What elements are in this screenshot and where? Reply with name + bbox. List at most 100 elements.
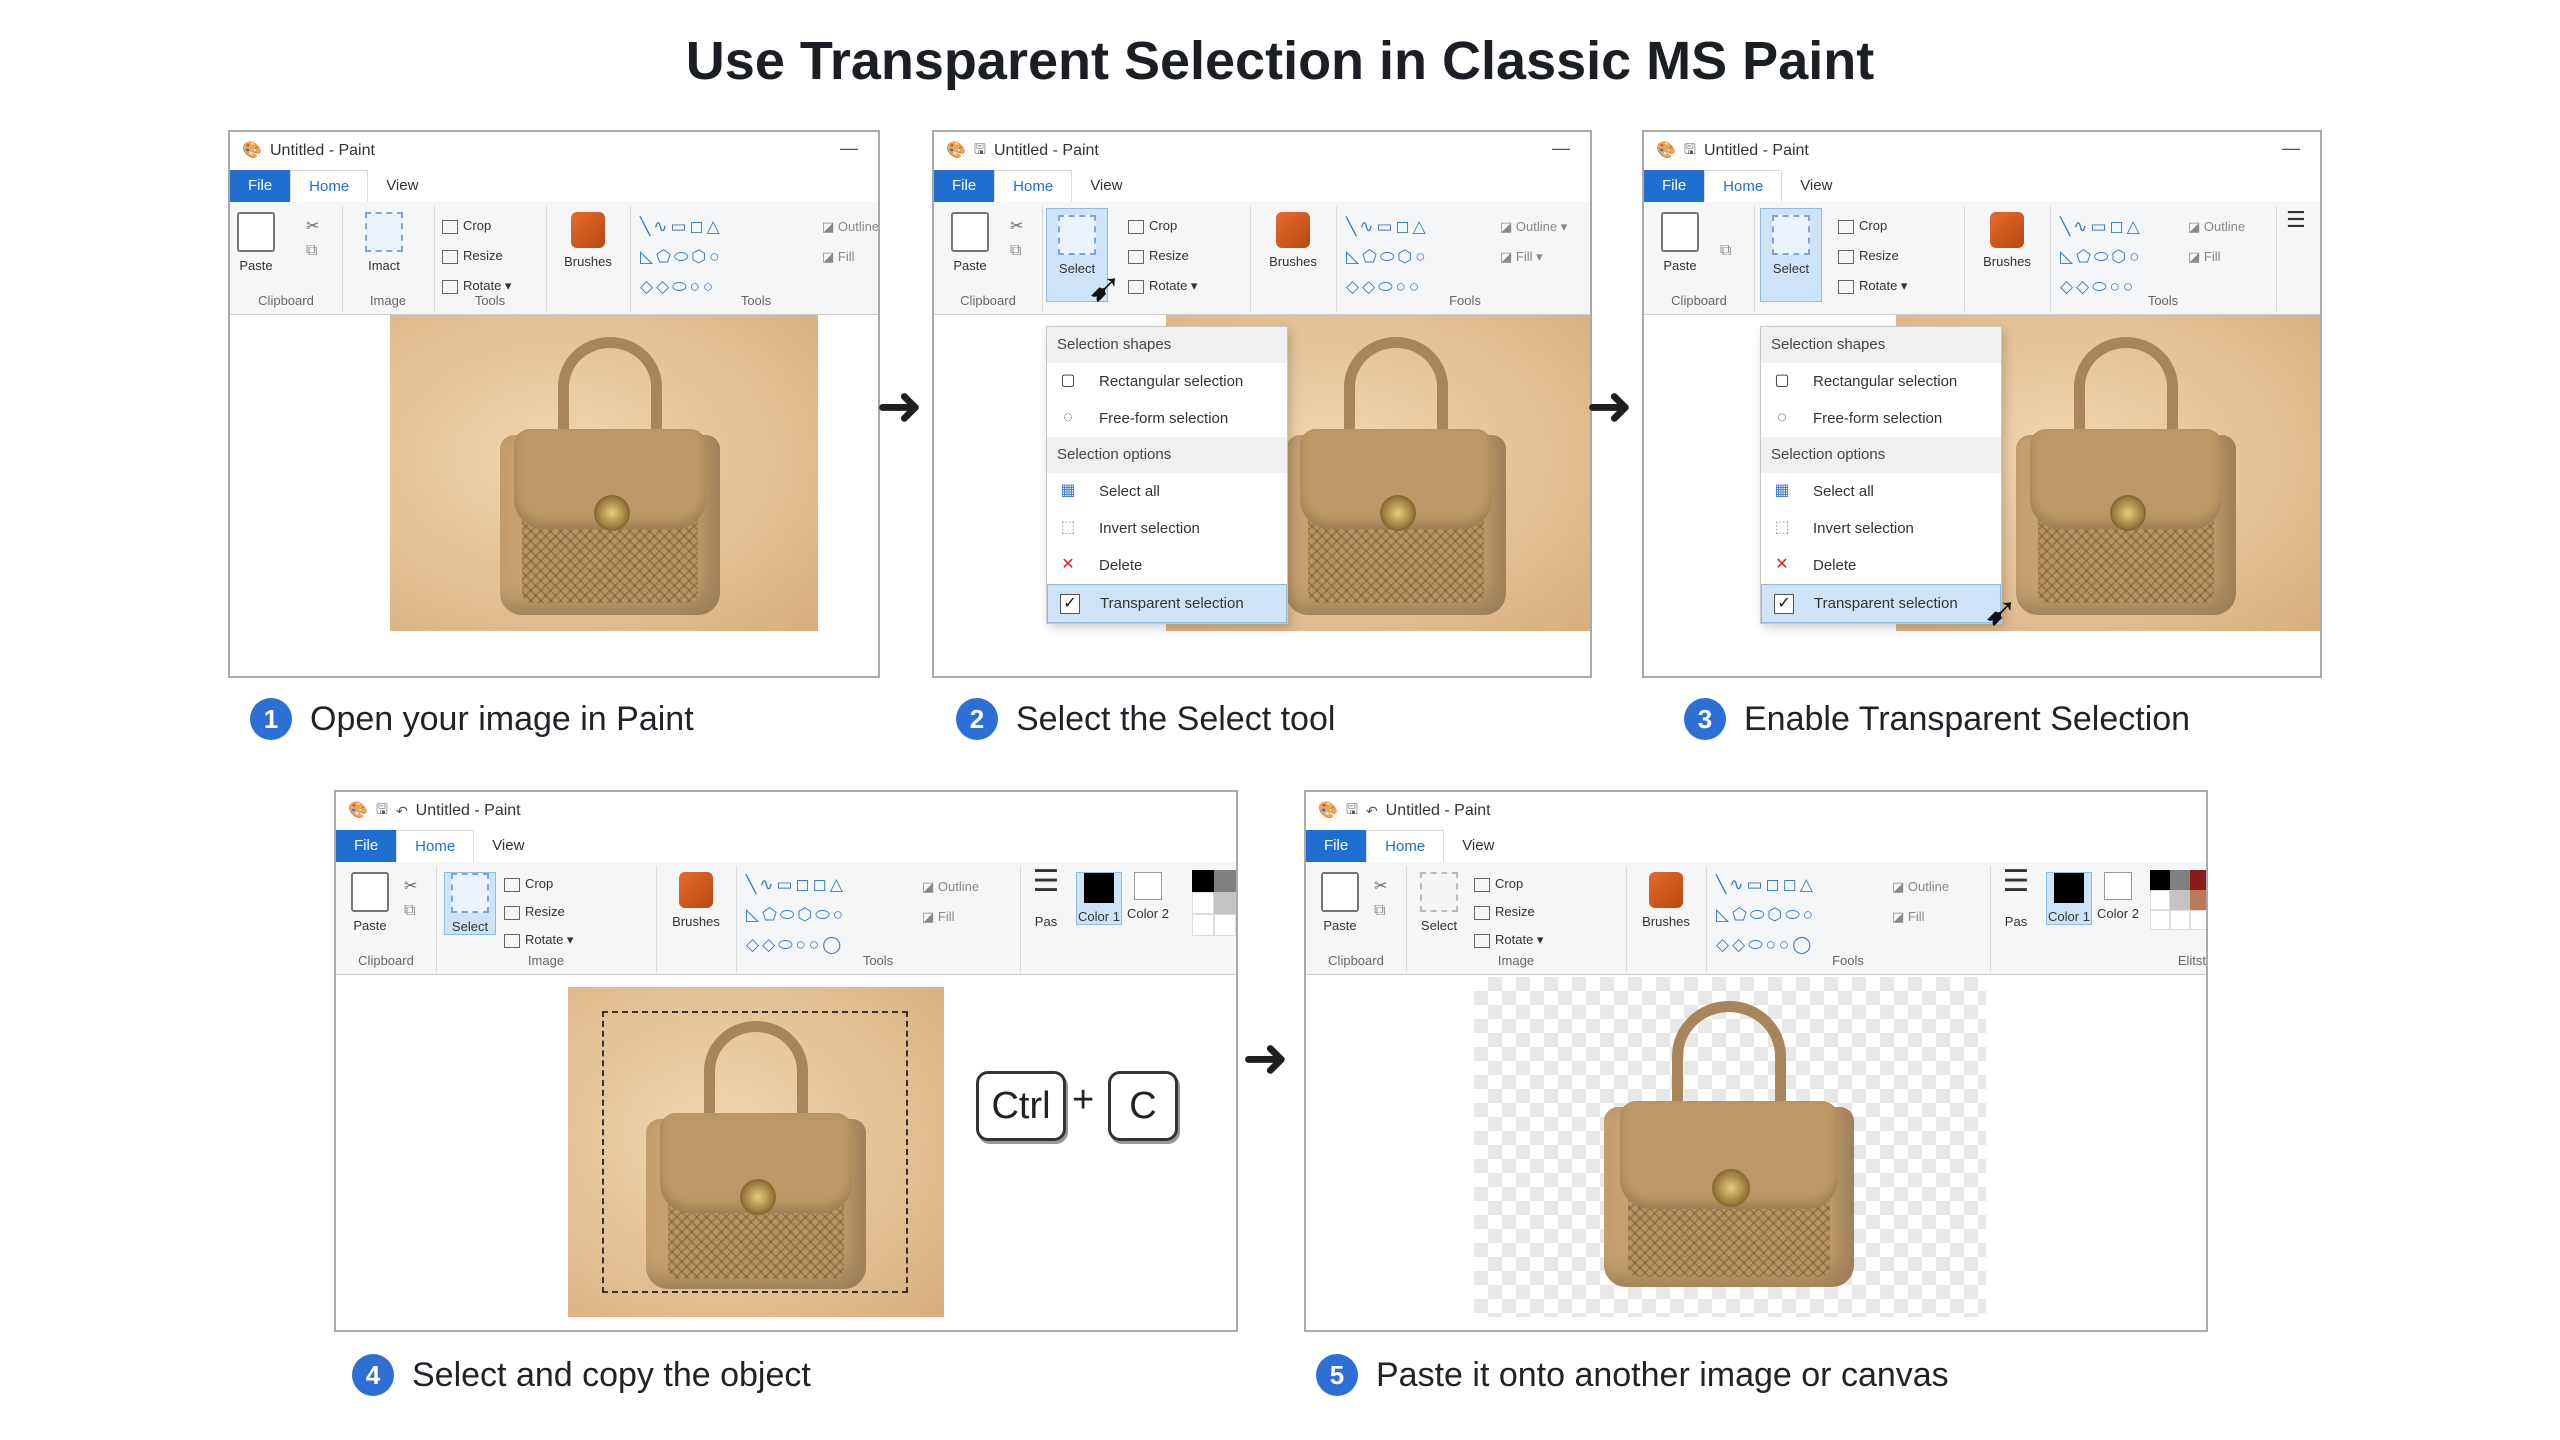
rotate-button[interactable]: Rotate ▾ [442,278,511,294]
paste-button[interactable]: Paste [948,212,992,273]
tab-home[interactable]: Home [396,830,475,862]
outline-button[interactable]: ◪ Outline [2188,219,2246,234]
size-button[interactable]: ☰ Pas [1994,867,2038,930]
size-lines-icon[interactable]: ☰ [2286,207,2306,232]
brushes-button[interactable]: Brushes [662,872,730,929]
tab-view[interactable]: View [1800,177,1833,194]
fill-button[interactable]: ◪ Fill ▾ [1500,249,1543,264]
select-button[interactable]: Select [1414,872,1464,933]
color-palette[interactable] [2150,870,2206,930]
copy-icon[interactable]: ⧉ [404,902,416,919]
shapes-gallery[interactable]: ╲∿▭◻△◺⬠⬭⬡○◇◇⬭○○ [640,217,723,296]
crop-button[interactable]: Crop [1128,218,1177,234]
brushes-button[interactable]: Brushes [1632,872,1700,929]
crop-button[interactable]: Crop [442,218,491,234]
tab-file[interactable]: File [230,170,291,202]
outline-button[interactable]: ◪ Outline ▾ [1500,219,1568,234]
crop-button[interactable]: Crop [504,876,553,892]
undo-icon[interactable]: ↶ [395,802,408,819]
tab-file[interactable]: File [934,170,995,202]
tab-view[interactable]: View [1462,837,1495,854]
tab-file[interactable]: File [1306,830,1367,862]
minimize-button[interactable]: — [840,138,858,158]
fill-button[interactable]: ◪ Fill [822,249,855,264]
select-button[interactable]: Select [1760,208,1822,302]
menu-item-invert-selection[interactable]: ⬚Invert selection [1774,519,1914,537]
tab-view[interactable]: View [492,837,525,854]
color-palette[interactable] [1192,870,1236,936]
menu-item-free-form-selection[interactable]: ◌Free-form selection [1047,400,1287,437]
copy-icon[interactable]: ⧉ [1374,902,1386,919]
cut-icon[interactable]: ✂ [1374,878,1388,895]
select-button[interactable]: Imact [362,212,406,273]
paste-button[interactable]: Paste [1318,872,1362,933]
minimize-button[interactable]: — [2282,138,2300,158]
shapes-gallery[interactable]: ╲∿▭◻△◺⬠⬭⬡○◇◇⬭○○ [2060,217,2143,296]
rotate-button[interactable]: Rotate ▾ [504,932,573,948]
color1-button[interactable]: Color 1 [2046,872,2092,925]
menu-item-delete[interactable]: ✕Delete [1761,547,2001,584]
fill-button[interactable]: ◪ Fill [2188,249,2221,264]
tab-home[interactable]: Home [290,170,369,202]
minimize-button[interactable]: — [1552,138,1570,158]
menu-item-select-all[interactable]: ▦Select all [1774,482,1874,500]
menu-item-delete[interactable]: ✕Delete [1047,547,1287,584]
resize-button[interactable]: Resize [1128,248,1189,264]
menu-item-rectangular-selection[interactable]: ▢Rectangular selection [1060,372,1244,390]
cut-icon[interactable]: ✂ [306,218,320,235]
tab-home[interactable]: Home [994,170,1073,202]
menu-item-transparent-selection[interactable]: ✓Transparent selection [1761,584,2001,623]
copy-icon[interactable]: ⧉ [1010,242,1022,259]
tab-view[interactable]: View [1090,177,1123,194]
menu-item-transparent-selection[interactable]: ✓Transparent selection [1047,584,1287,623]
save-icon[interactable]: 🖫 [1346,801,1358,817]
save-icon[interactable]: 🖫 [1684,141,1696,157]
rotate-button[interactable]: Rotate ▾ [1838,278,1907,294]
outline-button[interactable]: ◪ Outline [822,219,880,234]
fill-button[interactable]: ◪ Fill [922,909,955,924]
brushes-button[interactable]: Brushes [554,212,622,269]
menu-item-free-form-selection[interactable]: ◌Free-form selection [1761,400,2001,437]
resize-button[interactable]: Resize [442,248,503,264]
select-button[interactable]: Select [444,872,496,935]
color2-button[interactable]: Color 2 [1126,872,1170,921]
resize-button[interactable]: Resize [1474,904,1535,920]
crop-button[interactable]: Crop [1474,876,1523,892]
color1-button[interactable]: Color 1 [1076,872,1122,925]
copy-icon[interactable]: ⧉ [1720,242,1732,259]
paste-button[interactable]: Paste [348,872,392,933]
tab-view[interactable]: View [386,177,419,194]
drawing-canvas[interactable] [1306,975,2206,1330]
resize-button[interactable]: Resize [1838,248,1899,264]
select-button[interactable]: Select [1046,208,1108,302]
shapes-gallery[interactable]: ╲∿▭◻△◺⬠⬭⬡○◇◇⬭○○ [1346,217,1429,296]
brushes-button[interactable]: Brushes [1258,212,1328,269]
undo-icon[interactable]: ↶ [1365,802,1378,819]
rotate-button[interactable]: Rotate ▾ [1128,278,1197,294]
color2-button[interactable]: Color 2 [2096,872,2140,921]
drawing-canvas[interactable]: Ctrl + C [336,975,1236,1330]
rotate-button[interactable]: Rotate ▾ [1474,932,1543,948]
menu-item-invert-selection[interactable]: ⬚Invert selection [1060,519,1200,537]
drawing-canvas[interactable] [230,315,878,676]
shapes-gallery[interactable]: ╲∿▭◻◻△◺⬠⬭⬡⬭○◇◇⬭○○◯ [1716,875,1816,954]
crop-button[interactable]: Crop [1838,218,1887,234]
brushes-button[interactable]: Brushes [1972,212,2042,269]
shapes-gallery[interactable]: ╲∿▭◻◻△◺⬠⬭⬡⬭○◇◇⬭○○◯ [746,875,846,954]
fill-button[interactable]: ◪ Fill [1892,909,1925,924]
paste-button[interactable]: Paste [1658,212,1702,273]
save-icon[interactable]: 🖫 [974,141,986,157]
copy-icon[interactable]: ⧉ [306,242,318,259]
paste-button[interactable]: Paste [234,212,278,273]
tab-file[interactable]: File [1644,170,1705,202]
cut-icon[interactable]: ✂ [404,878,418,895]
cut-icon[interactable]: ✂ [1010,218,1024,235]
size-button[interactable]: ☰ Pas [1024,867,1068,930]
menu-item-rectangular-selection[interactable]: ▢Rectangular selection [1774,372,1958,390]
outline-button[interactable]: ◪ Outline [922,879,980,894]
tab-home[interactable]: Home [1366,830,1445,862]
save-icon[interactable]: 🖫 [376,801,388,817]
tab-file[interactable]: File [336,830,397,862]
menu-item-select-all[interactable]: ▦Select all [1060,482,1160,500]
resize-button[interactable]: Resize [504,904,565,920]
